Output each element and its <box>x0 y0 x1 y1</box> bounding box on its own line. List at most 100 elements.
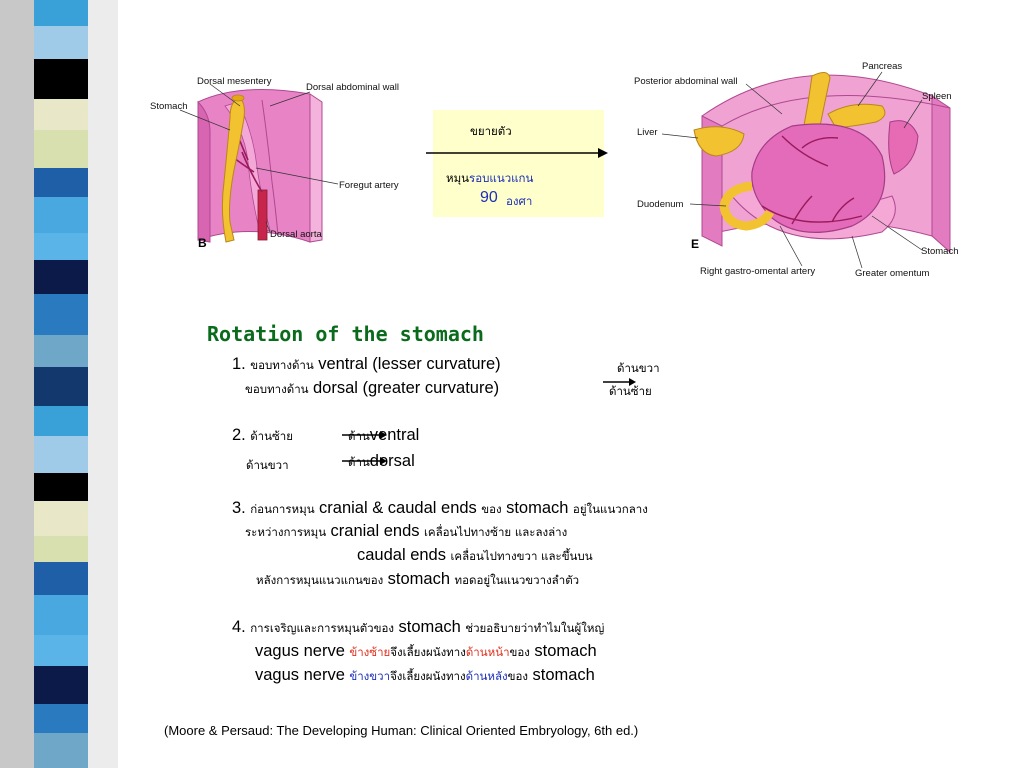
point-4-number: 4. <box>232 618 246 636</box>
point-2-a-left: ด้านซ้าย <box>250 429 294 443</box>
strip-block <box>34 335 88 367</box>
point-3-b3: เคลื่อนไปทางซ้าย และลงล่าง <box>423 525 568 539</box>
point-3-a1: ก่อนการหมุน <box>250 502 315 516</box>
point-1-line-a: 1. ขอบทางด้าน ventral (lesser curvature) <box>232 355 501 375</box>
point-1-a-thai: ขอบทางด้าน <box>250 358 314 372</box>
point-2-line-a-right: ด้านventral <box>348 426 419 446</box>
strip-block <box>34 635 88 666</box>
point-4-c2: ข้างขวา <box>349 669 391 683</box>
point-4-line-b: vagus nerve ข้างซ้ายจึงเลี้ยงผนังทางด้าน… <box>255 642 597 662</box>
point-3-number: 3. <box>232 499 246 517</box>
point-2-arrow-b <box>342 457 387 465</box>
point-1-a-english: ventral (lesser curvature) <box>318 355 501 373</box>
strip-block <box>34 26 88 59</box>
point-3-line-d: หลังการหมุนแนวแกนของ stomach ทอดอยู่ในแน… <box>256 570 579 590</box>
strip-block <box>34 260 88 294</box>
point-2-a-english: ventral <box>369 426 420 444</box>
point-2-b-left: ด้านขวา <box>246 458 289 472</box>
strip-block <box>34 367 88 406</box>
point-2-a-thai: ด้าน <box>348 429 370 443</box>
point-3-a2: cranial & caudal ends <box>319 499 477 517</box>
label-posterior-abdominal-wall: Posterior abdominal wall <box>634 76 738 87</box>
callout-rotate-text: หมุนรอบแนวแกน <box>446 170 533 188</box>
point-4-b4: ด้านหน้า <box>465 645 510 659</box>
point-4-c5: ของ <box>507 669 529 683</box>
callout-rotate-word: หมุน <box>446 171 470 185</box>
strip-block <box>34 436 88 473</box>
point-3-d1: หลังการหมุนแนวแกนของ <box>256 573 384 587</box>
label-dorsal-mesentery: Dorsal mesentery <box>197 76 272 87</box>
slide-title: Rotation of the stomach <box>207 322 484 346</box>
point-4-a2: stomach <box>398 618 461 636</box>
strip-block <box>34 99 88 130</box>
point-2-line-b-right: ด้านdorsal <box>348 452 415 472</box>
rotation-callout <box>433 110 604 217</box>
point-4-a3: ช่วยอธิบายว่าทำไมในผู้ใหญ่ <box>465 621 605 635</box>
point-1-b-right: ด้านซ้าย <box>609 384 652 398</box>
point-3-d2: stomach <box>387 570 451 588</box>
point-3-a5: อยู่ในแนวกลาง <box>572 502 648 516</box>
point-4-b6: stomach <box>534 642 597 660</box>
point-1-line-b: ขอบทางด้าน dorsal (greater curvature) <box>245 379 499 399</box>
point-3-c2: เคลื่อนไปทางขวา และขึ้นบน <box>450 549 593 563</box>
point-3-d3: ทอดอยู่ในแนวขวางลำตัว <box>454 573 580 587</box>
point-1-b-thai: ขอบทางด้าน <box>245 382 309 396</box>
point-4-c4: ด้านหลัง <box>465 669 508 683</box>
point-4-b2: ข้างซ้าย <box>349 645 391 659</box>
strip-block <box>34 168 88 197</box>
point-3-b1: ระหว่างการหมุน <box>245 525 327 539</box>
point-4-b1: vagus nerve <box>255 642 345 660</box>
point-4-c3: จึงเลี้ยงผนังทาง <box>390 669 466 683</box>
point-3-line-a: 3. ก่อนการหมุน cranial & caudal ends ของ… <box>232 499 648 519</box>
strip-block <box>34 733 88 768</box>
point-3-line-b: ระหว่างการหมุน cranial ends เคลื่อนไปทาง… <box>245 522 567 542</box>
strip-block <box>34 197 88 233</box>
point-1-a-right: ด้านขวา <box>617 361 660 375</box>
callout-expand-text: ขยายตัว <box>470 124 512 138</box>
strip-block <box>34 562 88 595</box>
callout-axis-words: รอบแนวแกน <box>469 171 534 185</box>
point-2-number: 2. <box>232 426 246 444</box>
point-1-number: 1. <box>232 355 246 373</box>
decorative-side-strip <box>0 0 118 768</box>
point-2-arrow-a <box>342 431 387 439</box>
point-1-b-english: dorsal (greater curvature) <box>312 379 500 397</box>
callout-degrees-unit: องศา <box>506 194 533 208</box>
point-2-b-thai: ด้าน <box>348 455 370 469</box>
point-2-b-english: dorsal <box>369 452 415 470</box>
label-stomach-e: Stomach <box>921 246 959 257</box>
point-4-line-c: vagus nerve ข้างขวาจึงเลี้ยงผนังทางด้านห… <box>255 666 595 686</box>
callout-arrow <box>426 148 608 158</box>
point-3-b2: cranial ends <box>330 522 420 540</box>
point-3-c1: caudal ends <box>357 546 446 564</box>
label-stomach-b: Stomach <box>150 101 188 112</box>
point-4-c1: vagus nerve <box>255 666 345 684</box>
point-4-c6: stomach <box>532 666 595 684</box>
strip-block <box>34 704 88 733</box>
strip-block <box>34 666 88 704</box>
point-4-a1: การเจริญและการหมุนตัวของ <box>250 621 395 635</box>
point-3-a3: ของ <box>481 502 502 516</box>
point-3-line-c: caudal ends เคลื่อนไปทางขวา และขึ้นบน <box>357 546 593 566</box>
point-4-line-a: 4. การเจริญและการหมุนตัวของ stomach ช่วย… <box>232 618 604 638</box>
strip-block <box>34 536 88 562</box>
point-1-arrow <box>603 378 636 386</box>
label-spleen: Spleen <box>922 91 952 102</box>
strip-block <box>34 294 88 335</box>
label-pancreas: Pancreas <box>862 61 903 72</box>
strip-block <box>34 501 88 536</box>
point-4-b3: จึงเลี้ยงผนังทาง <box>390 645 466 659</box>
label-foregut-artery: Foregut artery <box>339 180 399 191</box>
callout-degrees-number: 90 <box>480 189 498 206</box>
figure-e-letter: E <box>691 237 700 251</box>
citation: (Moore & Persaud: The Developing Human: … <box>164 723 639 738</box>
figure-e-illustration <box>661 71 951 269</box>
figure-b-letter: B <box>198 236 207 250</box>
strip-block <box>34 233 88 260</box>
strip-block <box>34 59 88 99</box>
strip-block <box>34 0 88 26</box>
label-dorsal-abdominal-wall: Dorsal abdominal wall <box>306 82 399 93</box>
strip-block <box>34 595 88 635</box>
label-dorsal-aorta: Dorsal aorta <box>270 229 322 240</box>
label-liver: Liver <box>637 127 658 138</box>
